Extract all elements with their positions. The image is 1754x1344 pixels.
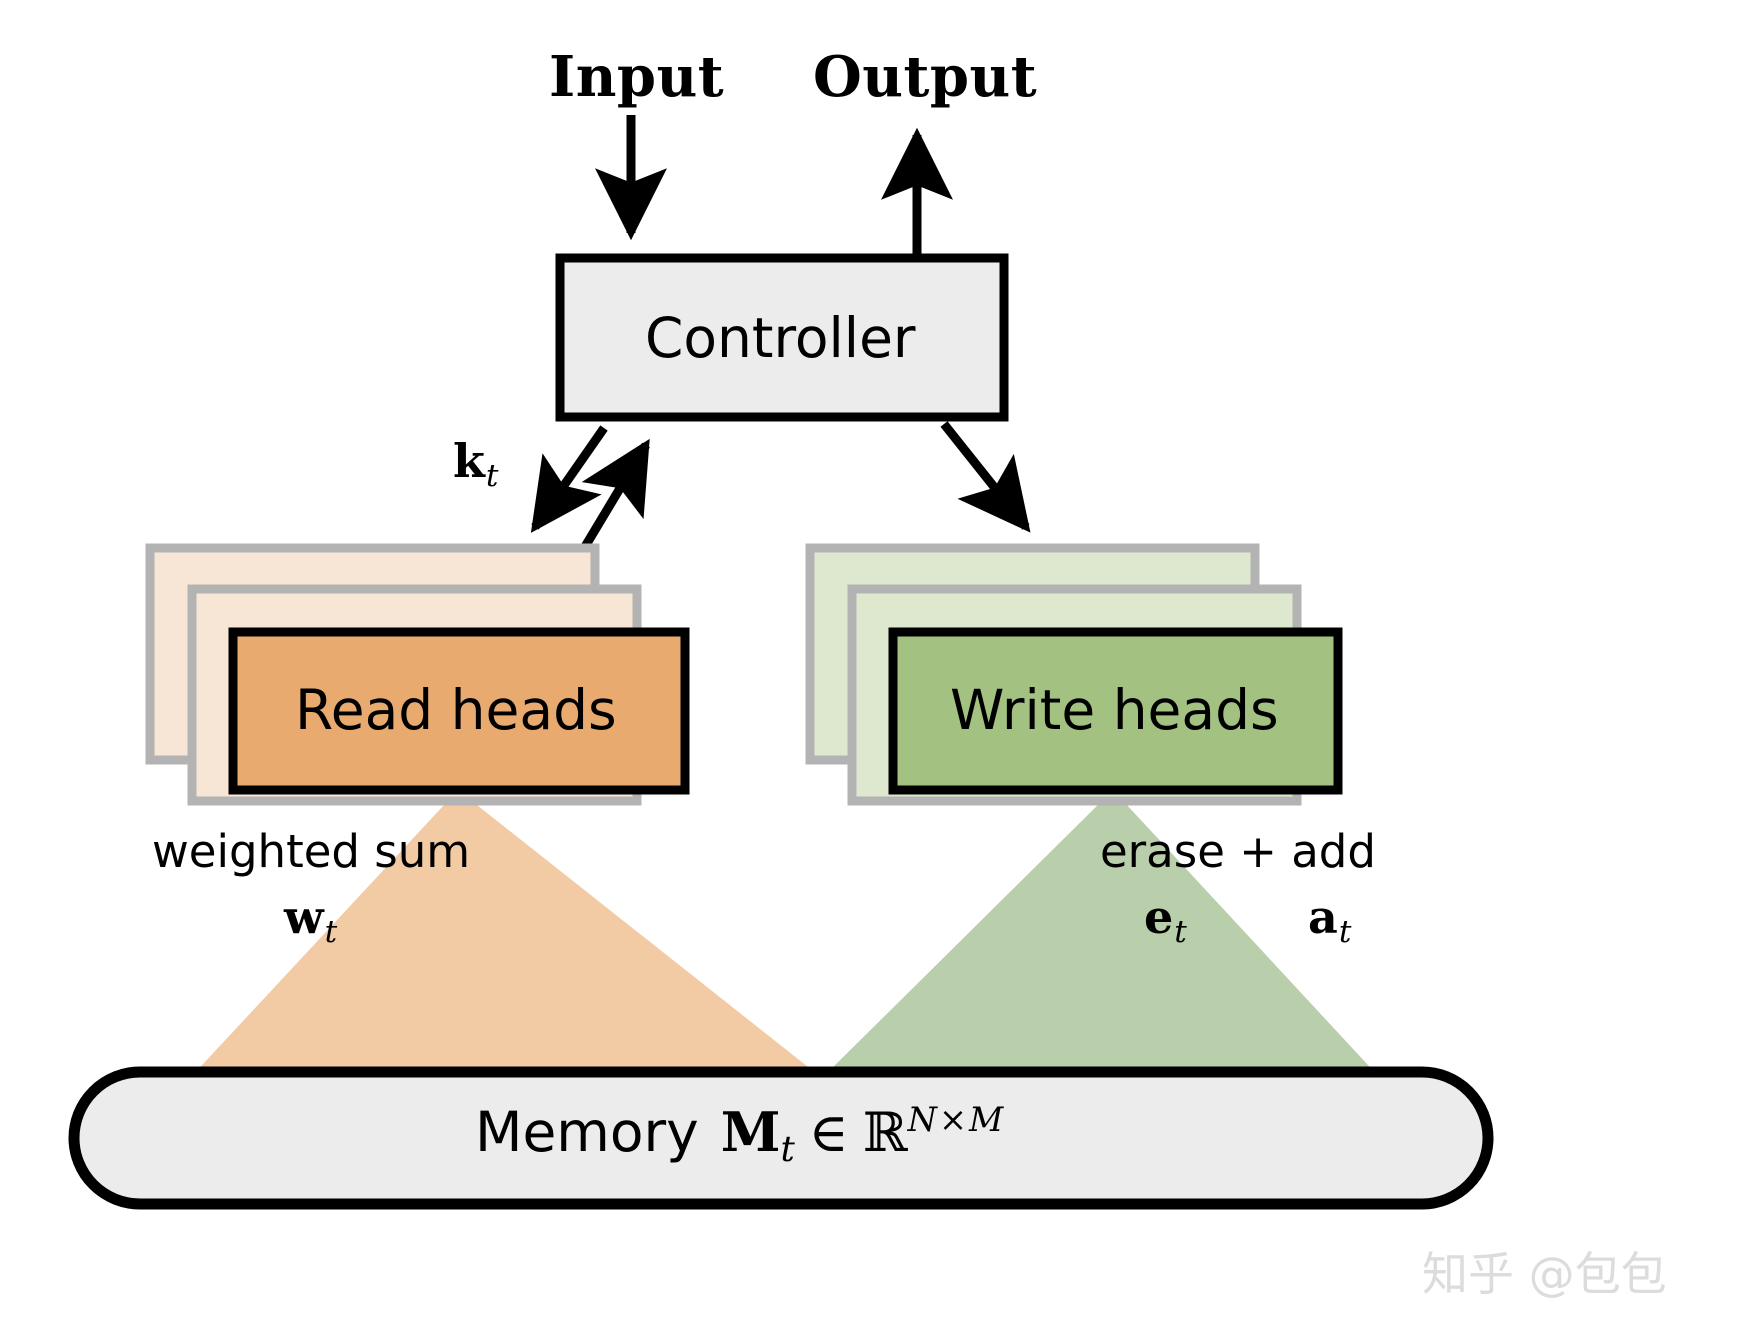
watermark: 知乎 @包包	[1422, 1247, 1667, 1301]
write-flow-label: erase + add	[1100, 825, 1376, 878]
add-vector-label: at	[1308, 890, 1351, 950]
add-symbol: a	[1308, 890, 1338, 944]
key-symbol: k	[453, 434, 485, 488]
reals-symbol: ℝ	[862, 1101, 908, 1165]
memory-cols: M	[969, 1100, 1004, 1139]
write-heads-label: Write heads	[950, 678, 1279, 742]
controller-box[interactable]	[555, 253, 1009, 422]
read-heads-box[interactable]	[228, 627, 690, 795]
memory-matrix-symbol: M	[720, 1100, 781, 1165]
input-label: Input	[549, 44, 725, 110]
read-flow-label: weighted sum	[152, 825, 471, 878]
write-funnel	[822, 790, 1380, 1078]
memory-box[interactable]	[68, 1066, 1494, 1210]
erase-symbol: e	[1144, 890, 1174, 944]
memory-times: ×	[938, 1100, 968, 1139]
output-label: Output	[813, 44, 1038, 110]
element-of-symbol: ∈	[808, 1101, 849, 1165]
memory-matrix-subscript: t	[780, 1129, 795, 1171]
erase-vector-label: et	[1144, 890, 1187, 950]
weight-subscript: t	[324, 914, 338, 951]
read-funnel	[190, 790, 822, 1078]
weight-symbol: w	[284, 890, 324, 944]
controller-to-write-arrow	[940, 421, 1031, 533]
controller-label: Controller	[645, 306, 916, 370]
key-vector-label: kt	[453, 434, 498, 494]
read-heads-label: Read heads	[295, 678, 617, 742]
memory-rows: N	[907, 1100, 937, 1139]
add-subscript: t	[1338, 914, 1352, 951]
memory-caption: Memory Mt∈ℝN×M	[475, 1100, 1003, 1170]
memory-label: Memory	[475, 1100, 699, 1165]
memory-formula: Mt∈ℝN×M	[721, 1100, 1004, 1170]
weight-vector-label: wt	[284, 890, 337, 950]
key-subscript: t	[485, 458, 499, 495]
write-heads-box[interactable]	[888, 627, 1343, 795]
erase-subscript: t	[1174, 914, 1187, 951]
controller-to-read-arrow	[530, 425, 608, 533]
read-to-controller-arrow	[573, 438, 650, 563]
